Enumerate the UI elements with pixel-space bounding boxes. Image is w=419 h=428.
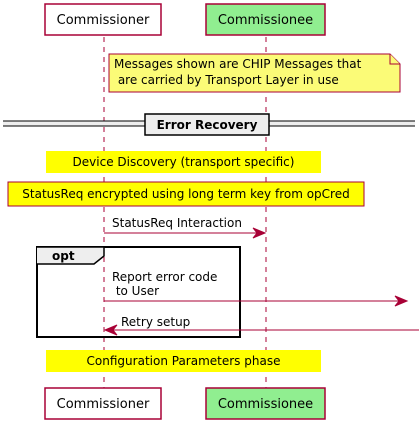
participant-commissioner-label: Commissioner: [57, 397, 150, 412]
message-statusreq-interaction: StatusReq Interaction: [104, 216, 267, 239]
arrowhead-left-icon: [103, 324, 118, 336]
hnote-device-discovery-label: Device Discovery (transport specific): [73, 155, 295, 169]
hnote-statusreq-encrypted-label: StatusReq encrypted using long term key …: [22, 187, 349, 201]
arrowhead-right-icon: [252, 227, 267, 239]
divider-label: Error Recovery: [157, 118, 258, 132]
participant-commissionee-bottom: Commissionee: [205, 387, 326, 420]
opt-label: opt: [52, 249, 75, 263]
arrowhead-right-icon: [394, 295, 409, 307]
opt-group: opt Report error code to User Retry setu…: [36, 246, 419, 338]
participant-commissioner-bottom: Commissioner: [44, 387, 162, 420]
note-transport-layer: Messages shown are CHIP Messages that ar…: [108, 53, 401, 93]
message-retry-label: Retry setup: [121, 315, 190, 329]
message-report-line-2: to User: [112, 284, 159, 298]
hnote-statusreq-encrypted: StatusReq encrypted using long term key …: [7, 181, 365, 207]
note-line-2: are carried by Transport Layer in use: [114, 73, 339, 87]
participant-commissionee-top: Commissionee: [205, 3, 326, 36]
participant-commissionee-label: Commissionee: [218, 397, 313, 412]
message-report-line-1: Report error code: [112, 270, 217, 284]
divider-error-recovery: Error Recovery: [3, 113, 415, 136]
hnote-device-discovery: Device Discovery (transport specific): [46, 151, 321, 173]
participant-commissioner-top: Commissioner: [44, 3, 162, 36]
message-statusreq-label: StatusReq Interaction: [112, 216, 242, 230]
participant-commissionee-label: Commissionee: [218, 13, 313, 28]
hnote-configuration-parameters: Configuration Parameters phase: [46, 350, 321, 372]
note-line-1: Messages shown are CHIP Messages that: [114, 57, 362, 71]
participant-commissioner-label: Commissioner: [57, 13, 150, 28]
hnote-configuration-label: Configuration Parameters phase: [87, 354, 281, 368]
